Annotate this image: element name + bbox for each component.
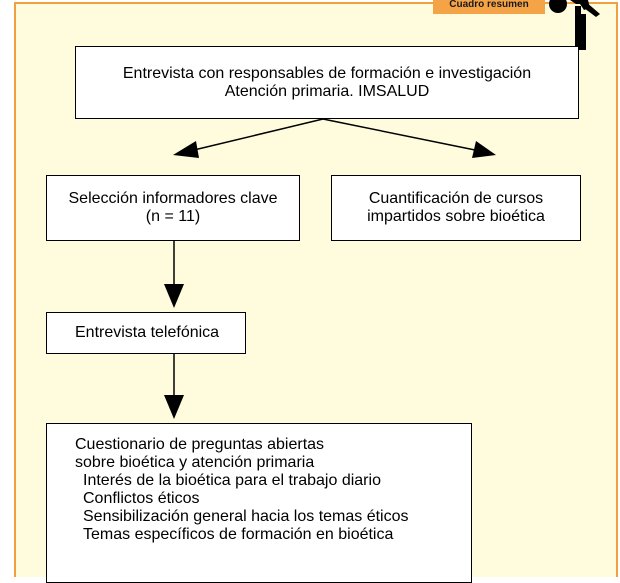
box-seleccion-informadores: Selección informadores clave (n = 11) [46,175,300,241]
box-cuantificacion-cursos: Cuantificación de cursos impartidos sobr… [331,175,581,241]
cuestionario-item: Sensibilización general hacia los temas … [83,508,409,525]
box-cuestionario: Cuestionario de preguntas abiertas sobre… [46,423,472,583]
person-pointing-icon [549,0,600,50]
cuestionario-item: Interés de la bioética para el trabajo d… [83,472,381,489]
header-tab: Cuadro resumen [433,0,545,14]
cuestionario-title-line1: Cuestionario de preguntas abiertas [75,436,325,453]
cuestionario-item: Conflictos éticos [83,490,200,507]
box-entrevista-telefonica: Entrevista telefónica [46,312,246,354]
box-cuantificacion-line2: impartidos sobre bioética [367,208,545,225]
cuestionario-title-line2: sobre bioética y atención primaria [75,454,315,471]
box-entrevista-line1: Entrevista con responsables de formación… [122,64,532,82]
box-telefonica-label: Entrevista telefónica [75,324,220,341]
arrow-top-to-cuantificacion [322,118,496,158]
arrow-telefonica-to-cuestionario [164,354,184,419]
box-seleccion-line2: (n = 11) [145,208,201,225]
header-tab-label: Cuadro resumen [449,0,529,10]
arrow-seleccion-to-telefonica [164,241,184,308]
box-entrevista-responsables: Entrevista con responsables de formación… [75,46,579,119]
cuestionario-item: Temas específicos de formación en bioéti… [83,526,394,543]
arrow-top-to-seleccion [173,118,324,158]
box-seleccion-line1: Selección informadores clave [68,190,278,207]
box-cuantificacion-line1: Cuantificación de cursos [368,190,544,207]
box-entrevista-line2: Atención primaria. IMSALUD [224,82,430,100]
